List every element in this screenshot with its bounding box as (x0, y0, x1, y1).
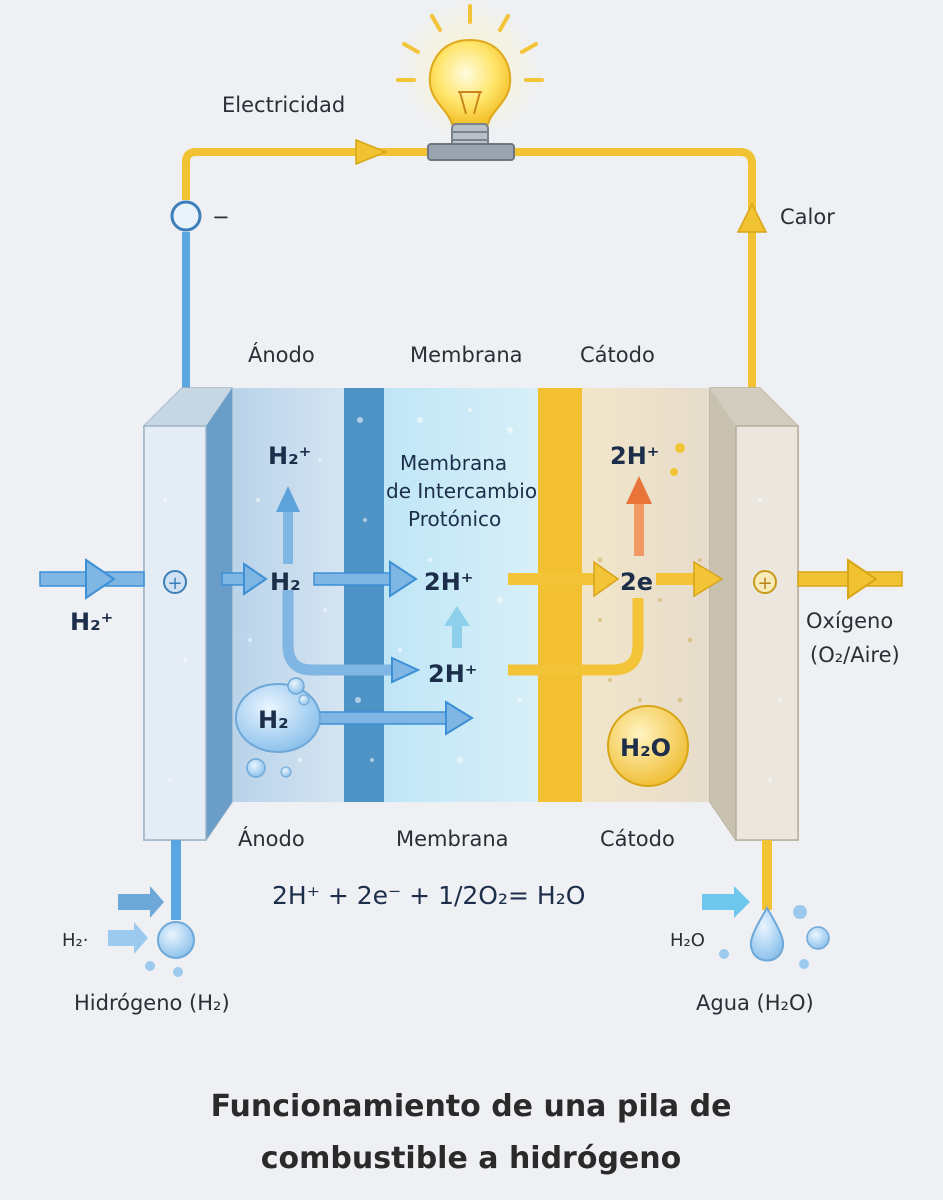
cathode-plate (735, 425, 799, 841)
membrane-up-arrow (444, 606, 470, 648)
water-output-label: Agua (H₂O) (696, 991, 814, 1015)
wire-top-left (182, 148, 428, 200)
minus-sign: − (212, 205, 230, 229)
anode-plate (143, 425, 207, 841)
membrane-desc-line2: de Intercambio (386, 479, 537, 503)
membrane-desc-line3: Protónico (408, 507, 501, 531)
hydrogen-small-label: H₂· (62, 930, 88, 951)
reaction-equation: 2H⁺ + 2e⁻ + 1/2O₂= H₂O (272, 881, 585, 910)
oxygen-label: Oxígeno (806, 609, 893, 633)
title-line-1: Funcionamiento de una pila de (211, 1089, 732, 1124)
cathode-return-curve (508, 598, 644, 676)
water-bubble (607, 443, 689, 787)
cathode-plus-sign: + (757, 573, 772, 594)
cathode-plus-terminal (753, 570, 777, 594)
anode-to-membrane-arrow (313, 560, 418, 598)
electricity-label: Electricidad (222, 93, 345, 117)
electron-label: 2e (620, 568, 653, 596)
membrane-footer: Membrana (396, 827, 509, 851)
membrane-header: Membrana (410, 343, 523, 367)
cathode-proton-label: 2H⁺ (610, 442, 659, 470)
bubble-h2-label: H₂ (258, 706, 289, 734)
proton-label-bottom: 2H⁺ (428, 660, 477, 688)
water-small-label: H₂O (670, 930, 705, 951)
hydrogen-input-arrow (39, 558, 145, 600)
cathode-header: Cátodo (580, 343, 655, 367)
negative-terminal (170, 200, 202, 232)
membrane-region (384, 388, 538, 802)
h2-up-arrow (276, 486, 300, 564)
hydrogen-outlet (108, 840, 195, 977)
water-outlet (702, 840, 830, 969)
cathode-outlet-arrow (656, 560, 724, 598)
anode-header: Ánodo (248, 342, 315, 367)
hydrogen-bubble (235, 677, 321, 778)
hydrogen-input-label: H₂⁺ (70, 608, 113, 636)
light-bulb-icon (396, 0, 544, 161)
h2-label: H₂ (270, 568, 301, 596)
h2-plus-label: H₂⁺ (268, 442, 311, 470)
cathode-up-arrow (626, 476, 652, 556)
proton-label-top: 2H⁺ (424, 568, 473, 596)
wire-top-right (514, 148, 756, 392)
anode-footer: Ánodo (238, 826, 305, 851)
title-line-2: combustible a hidrógeno (261, 1141, 682, 1176)
hydrogen-label: Hidrógeno (H₂) (74, 991, 230, 1015)
oxygen-air-label: (O₂/Aire) (810, 643, 900, 667)
oxygen-output-arrow (797, 558, 903, 600)
cathode-footer: Cátodo (600, 827, 675, 851)
anode-inlet-arrow (221, 562, 268, 596)
external-circuit: − (170, 138, 768, 392)
anode-plus-sign: + (167, 573, 182, 594)
cathode-catalyst-layer (538, 388, 582, 802)
anode-plus-terminal (163, 570, 187, 594)
water-label: H₂O (620, 734, 671, 762)
membrane-desc-line1: Membrana (400, 451, 507, 475)
heat-label: Calor (780, 205, 835, 229)
electricity-arrow (355, 138, 389, 166)
anode-curve-arrow (282, 590, 421, 684)
heat-arrow (736, 202, 768, 233)
anode-catalyst-layer (344, 388, 384, 802)
membrane-to-cathode-arrow (508, 560, 620, 598)
